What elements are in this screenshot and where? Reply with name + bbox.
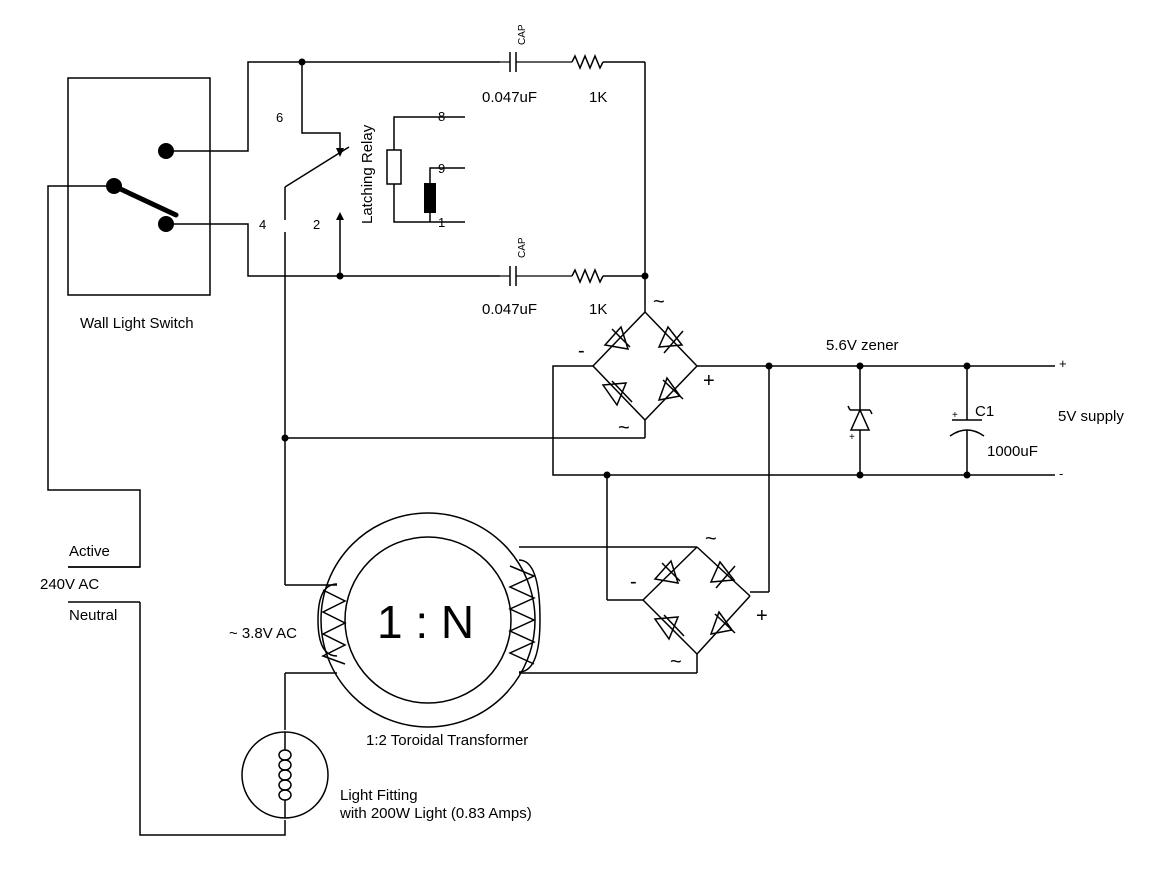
bridge-lower-minus: - [630, 571, 637, 593]
supply-plus: + [1059, 356, 1067, 371]
bridge-upper-ac-bottom: ~ [618, 417, 630, 439]
output-stage: + 5.6V zener + C1 1000uF + - 5V supply [603, 337, 1124, 481]
junction-dot [281, 434, 289, 442]
wall-light-switch: Wall Light Switch [67, 77, 211, 332]
zener-label: 5.6V zener [826, 337, 899, 354]
pin-4-label: 4 [259, 217, 266, 232]
transformer-ratio: 1 : N [377, 596, 474, 648]
mains-and-light: Active 240V AC Neutral Light Fitting wit… [40, 543, 532, 836]
resistor-top-value: 1K [589, 89, 607, 106]
zener-plus: + [849, 432, 855, 443]
bridge-lower-plus: + [756, 605, 768, 627]
wall-switch-label: Wall Light Switch [80, 315, 194, 332]
active-label: Active [69, 543, 110, 560]
light-detail-label: with 200W Light (0.83 Amps) [339, 805, 532, 822]
relay-label: Latching Relay [359, 124, 376, 224]
resistor-bottom [571, 268, 604, 284]
pin-6-label: 6 [276, 110, 283, 125]
light-fitting-label: Light Fitting [340, 787, 418, 804]
pin-2-label: 2 [313, 217, 320, 232]
pin-8-label: 8 [438, 109, 445, 124]
bridge-upper-ac-top: ~ [653, 291, 665, 313]
diode-lower-bl [653, 614, 685, 641]
diode-upper-bl [601, 380, 633, 407]
bridge-upper-minus: - [578, 340, 585, 362]
lamp-filament [278, 732, 292, 818]
pin-1-label: 1 [438, 215, 445, 230]
resistor-top [571, 54, 604, 70]
c1-value: 1000uF [987, 443, 1038, 460]
bridge-rectifier-upper: ~ ~ - + [552, 276, 1055, 476]
toroid-inner [344, 536, 512, 704]
supply-minus: - [1059, 466, 1063, 481]
relay-coil-open [386, 149, 402, 185]
mains-label: 240V AC [40, 576, 99, 593]
cap-bottom-value: 0.047uF [482, 301, 537, 318]
relay-coil-filled [424, 183, 436, 213]
transformer-label: 1:2 Toroidal Transformer [366, 732, 528, 749]
diode-upper-br [657, 376, 684, 401]
top-rc-branch: CAP 0.047uF 1K [482, 24, 646, 275]
neutral-label: Neutral [69, 607, 117, 624]
relay-arm [284, 146, 350, 188]
diode-lower-tr [709, 560, 736, 589]
bridge-rectifier-lower: ~ ~ - + [606, 366, 770, 673]
zener-diode [847, 405, 873, 431]
toroidal-transformer: 1 : N ~ 3.8V AC 1:2 Toroidal Transformer [229, 512, 698, 749]
pin-9-label: 9 [438, 161, 445, 176]
cap-top-tag: CAP [517, 24, 528, 45]
bridge-upper-plus: + [703, 370, 715, 392]
diode-upper-tl [603, 325, 631, 350]
diode-lower-br [709, 610, 736, 635]
bridge-lower-ac-top: ~ [705, 528, 717, 550]
latching-relay: 6 4 2 Latching Relay 8 9 1 [259, 58, 500, 585]
diode-upper-tr [657, 325, 684, 354]
resistor-bottom-value: 1K [589, 301, 607, 318]
cap-bottom-tag: CAP [517, 237, 528, 258]
supply-label: 5V supply [1058, 408, 1124, 425]
bridge-lower-ac-bottom: ~ [670, 651, 682, 673]
secondary-winding [508, 546, 697, 674]
primary-voltage-label: ~ 3.8V AC [229, 625, 297, 642]
cap-top-value: 0.047uF [482, 89, 537, 106]
switch-lever [111, 183, 179, 218]
bottom-rc-branch: CAP 0.047uF 1K [482, 237, 649, 318]
primary-winding [285, 583, 347, 674]
c1-plus: + [952, 410, 958, 421]
contact-arrow-2 [336, 212, 344, 220]
c1-name: C1 [975, 403, 994, 420]
diode-lower-tl [653, 559, 681, 584]
